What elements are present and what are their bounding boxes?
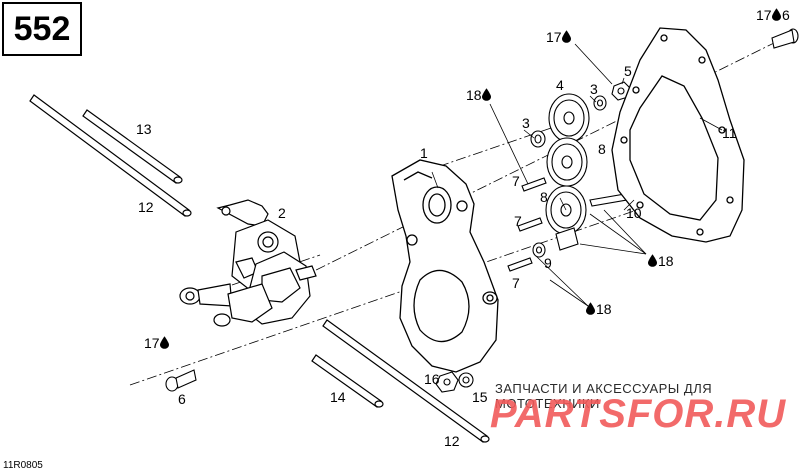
callout-4: 4 (556, 77, 564, 93)
callout-16: 16 (424, 371, 440, 387)
callout-14: 14 (330, 389, 346, 405)
callout-8: 8 (540, 189, 548, 205)
callouts: 1 2 3 3 4 5 6 6 7 7 7 8 8 9 10 11 12 12 … (136, 7, 790, 449)
callout-6: 6 (782, 7, 790, 23)
callout-12: 12 (444, 433, 460, 449)
callout-6: 6 (178, 391, 186, 407)
watermark-logo: PARTSFOR.RU (490, 392, 787, 436)
oil-drop-icon (648, 254, 657, 267)
watermark-caption: ЗАПЧАСТИ И АКСЕССУАРЫ ДЛЯ МОТОТЕХНИКИ (495, 381, 713, 411)
callout-18: 18 (466, 87, 482, 103)
nut-and-washer (435, 371, 474, 393)
oil-pump (179, 199, 317, 327)
rod-13 (82, 109, 183, 184)
gear-cover (391, 159, 499, 373)
callout-17: 17 (756, 7, 772, 23)
callout-7: 7 (512, 173, 520, 189)
dowel-pins (507, 177, 547, 272)
callout-9: 9 (544, 255, 552, 271)
callout-18: 18 (658, 253, 674, 269)
callout-3: 3 (522, 115, 530, 131)
oil-drop-icon (482, 88, 491, 101)
page-number-box: 552 (2, 2, 82, 56)
oil-drop-icon (562, 30, 571, 43)
oil-drop-icon (160, 336, 169, 349)
callout-3: 3 (590, 81, 598, 97)
callout-1: 1 (420, 145, 428, 161)
page-number: 552 (13, 9, 71, 48)
gasket (611, 27, 745, 243)
callout-15: 15 (472, 389, 488, 405)
rod-12-upper (29, 94, 192, 217)
callout-17: 17 (144, 335, 160, 351)
callout-12: 12 (138, 199, 154, 215)
callout-2: 2 (278, 205, 286, 221)
screw-6-top (771, 28, 799, 49)
rod-12-lower (322, 319, 490, 443)
rod-14 (311, 354, 384, 408)
leader-lines (431, 43, 723, 307)
torque-callouts: 17 17 17 18 18 18 (144, 7, 781, 351)
callout-8: 8 (598, 141, 606, 157)
callout-7: 7 (512, 275, 520, 291)
callout-13: 13 (136, 121, 152, 137)
callout-11: 11 (722, 125, 737, 141)
callout-17: 17 (546, 29, 562, 45)
screw-6-bottom (165, 369, 197, 392)
washers (530, 81, 631, 258)
callout-7: 7 (514, 213, 522, 229)
callout-18: 18 (596, 301, 612, 317)
oil-drop-icon (772, 8, 781, 21)
oil-drop-icon (586, 302, 595, 315)
drawing-reference-code: 11R0805 (3, 460, 43, 471)
gears (545, 93, 590, 251)
callout-5: 5 (624, 63, 632, 79)
callout-10: 10 (626, 205, 642, 221)
